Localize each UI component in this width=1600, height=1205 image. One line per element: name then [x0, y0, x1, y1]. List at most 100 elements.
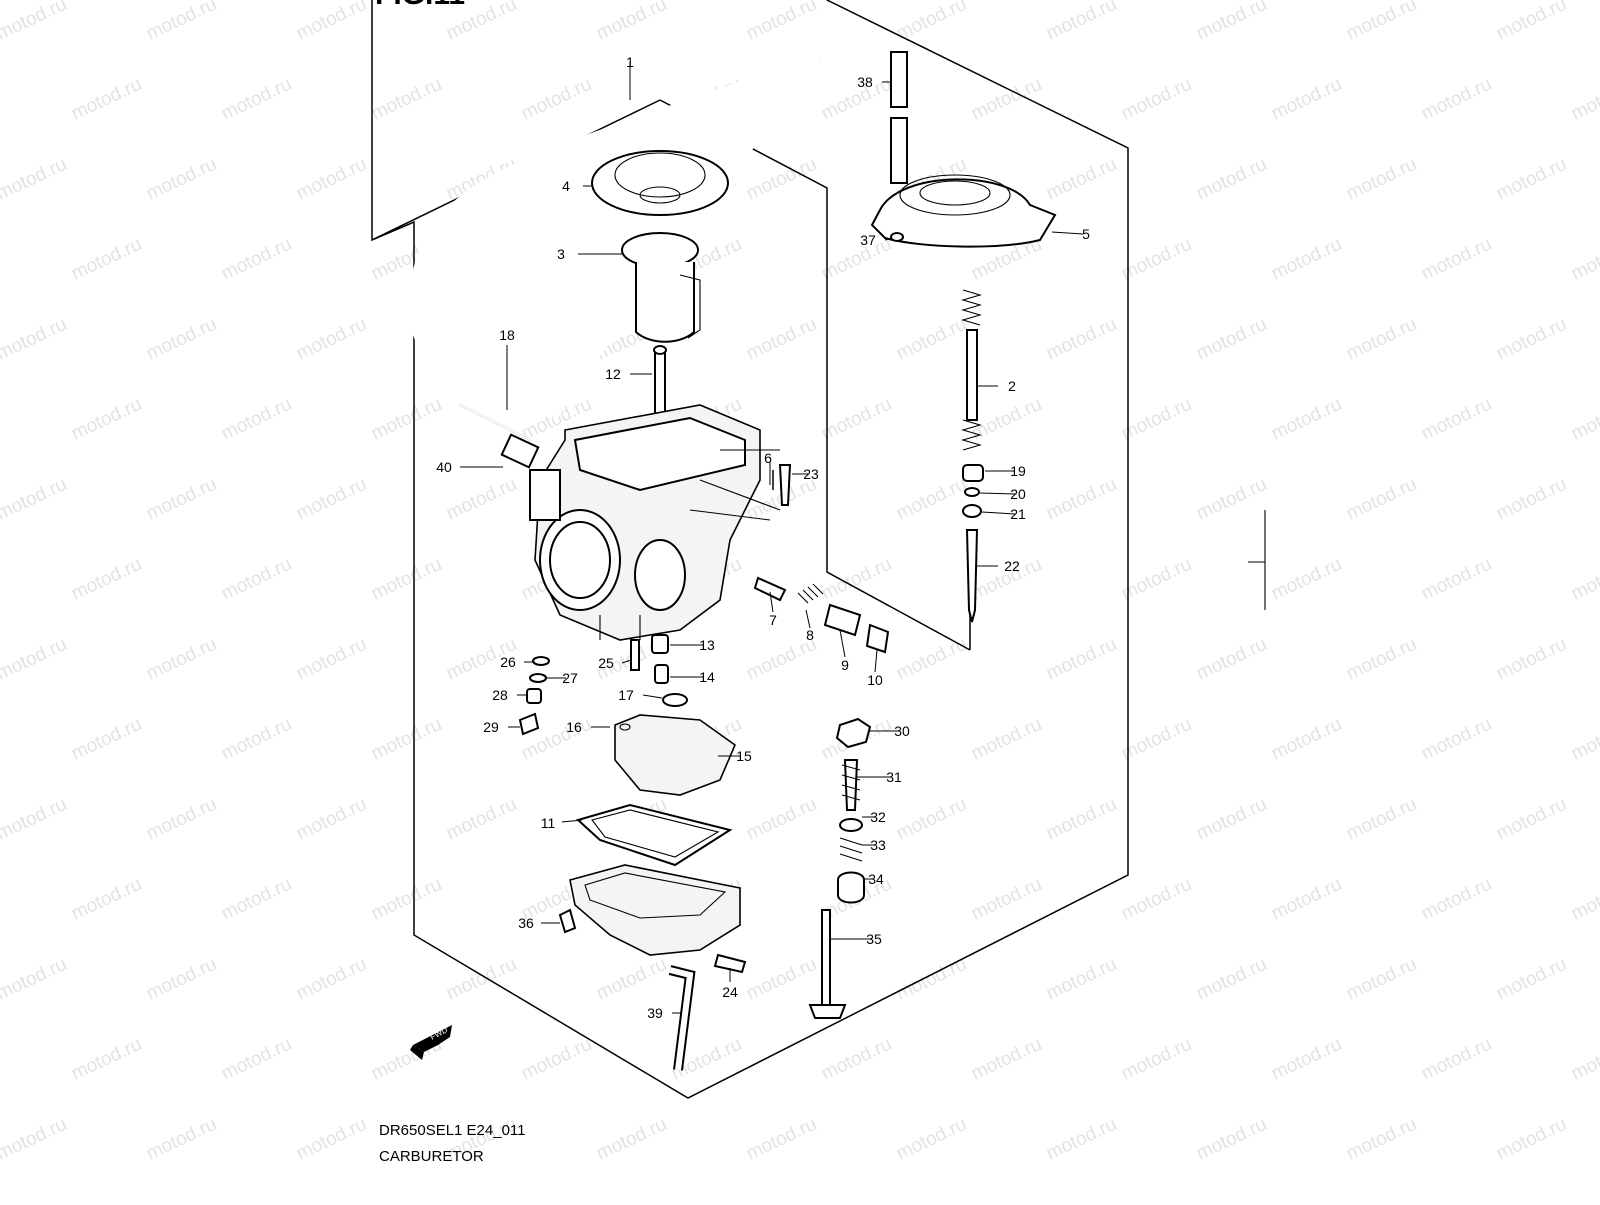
watermark-text: motod.ru [1268, 1034, 1345, 1085]
watermark-text: motod.ru [1118, 554, 1195, 605]
watermark-text: motod.ru [218, 74, 295, 125]
part-callout: 14 [699, 669, 715, 685]
leader-line [981, 511, 1016, 515]
part-callout: 26 [500, 654, 516, 670]
part-callout: 2 [1008, 378, 1016, 394]
watermark-text: motod.ru [668, 1194, 745, 1200]
watermark-text: motod.ru [893, 314, 970, 365]
watermark-text: motod.ru [1268, 874, 1345, 925]
part-callout: 24 [722, 984, 738, 1000]
watermark-text: motod.ru [218, 234, 295, 285]
watermark-text: motod.ru [143, 154, 220, 205]
watermark-text: motod.ru [518, 1034, 595, 1085]
watermark-text: motod.ru [1268, 714, 1345, 765]
watermark-text: motod.ru [518, 1194, 595, 1200]
fuel-hose [409, 50, 824, 418]
watermark-text: motod.ru [1118, 74, 1195, 125]
watermark-text: motod.ru [743, 0, 820, 45]
watermark-text: motod.ru [293, 154, 370, 205]
assembly-frame [371, 0, 1129, 1099]
part-callout: 9 [841, 657, 849, 673]
watermark-text: motod.ru [218, 394, 295, 445]
watermark-text: motod.ru [368, 1194, 445, 1200]
watermark-text: motod.ru [293, 634, 370, 685]
watermark-text: motod.ru [818, 1194, 895, 1200]
watermark-text: motod.ru [218, 874, 295, 925]
watermark-text: motod.ru [743, 1114, 820, 1165]
vacuum-piston [621, 232, 701, 343]
part-callout: 22 [1004, 558, 1020, 574]
watermark-text: motod.ru [68, 234, 145, 285]
watermark-text: motod.ru [1268, 74, 1345, 125]
watermark-text: motod.ru [143, 314, 220, 365]
watermark-text: motod.ru [293, 954, 370, 1005]
watermark-text: motod.ru [1193, 314, 1270, 365]
watermark-text: motod.ru [1043, 954, 1120, 1005]
leader-line [979, 492, 1016, 495]
screw-23 [778, 464, 792, 506]
watermark-text: motod.ru [818, 1034, 895, 1085]
watermark-text: motod.ru [968, 394, 1045, 445]
part-callout: 8 [806, 627, 814, 643]
watermark-text: motod.ru [143, 954, 220, 1005]
watermark-text: motod.ru [293, 474, 370, 525]
watermark-text: motod.ru [1043, 474, 1120, 525]
registration-mark [1248, 510, 1266, 610]
part-callout: 28 [492, 687, 508, 703]
watermark-text: motod.ru [893, 634, 970, 685]
part-callout: 38 [857, 74, 873, 90]
watermark-text: motod.ru [1043, 154, 1120, 205]
part-callout: 10 [867, 672, 883, 688]
part-callout: 36 [518, 915, 534, 931]
watermark-text: motod.ru [893, 794, 970, 845]
watermark-text: motod.ru [1343, 0, 1420, 45]
jets-and-washers [518, 634, 688, 736]
watermark-text: motod.ru [143, 794, 220, 845]
watermark-text: motod.ru [0, 634, 70, 685]
part-callout: 20 [1010, 486, 1026, 502]
diaphragm [591, 150, 729, 216]
watermark-text: motod.ru [593, 0, 670, 45]
watermark-text: motod.ru [893, 474, 970, 525]
watermark-text: motod.ru [218, 714, 295, 765]
callout-leaders [460, 62, 1084, 1014]
part-callout: 1 [626, 54, 634, 70]
watermark-text: motod.ru [968, 874, 1045, 925]
watermark-text: motod.ru [1568, 234, 1600, 285]
part-callout: 32 [870, 809, 886, 825]
watermark-text: motod.ru [743, 154, 820, 205]
leader-line [805, 609, 811, 629]
watermark-text: motod.ru [443, 794, 520, 845]
watermark-text: motod.ru [368, 394, 445, 445]
watermark-text: motod.ru [893, 1114, 970, 1165]
leader-line [642, 694, 663, 699]
watermark-text: motod.ru [1343, 954, 1420, 1005]
watermark-text: motod.ru [1568, 1194, 1600, 1200]
watermark-text: motod.ru [1193, 1114, 1270, 1165]
needle-washers [962, 464, 984, 518]
watermark-text: motod.ru [1118, 874, 1195, 925]
watermark-text: motod.ru [0, 1114, 70, 1165]
drain-hose [668, 965, 696, 1071]
leader-line [839, 629, 846, 658]
watermark-text: motod.ru [293, 1114, 370, 1165]
float-bowl-gasket [576, 803, 733, 867]
watermark-text: motod.ru [368, 74, 445, 125]
leader-line [884, 237, 893, 241]
part-callout: 12 [605, 366, 621, 382]
watermark-text: motod.ru [1043, 794, 1120, 845]
watermark-text: motod.ru [1043, 634, 1120, 685]
watermark-text: motod.ru [0, 0, 70, 45]
watermark-text: motod.ru [518, 74, 595, 125]
leader-line [561, 819, 583, 823]
diagram-code: DR650SEL1 E24_011 [379, 1122, 526, 1139]
watermark-text: motod.ru [1193, 634, 1270, 685]
breather-pipe [890, 51, 908, 184]
part-callout: 4 [562, 178, 570, 194]
part-callout: 27 [562, 670, 578, 686]
watermark-text: motod.ru [1193, 0, 1270, 45]
watermark-text: motod.ru [68, 874, 145, 925]
watermark-text: motod.ru [218, 1194, 295, 1200]
watermark-text: motod.ru [1118, 1194, 1195, 1200]
